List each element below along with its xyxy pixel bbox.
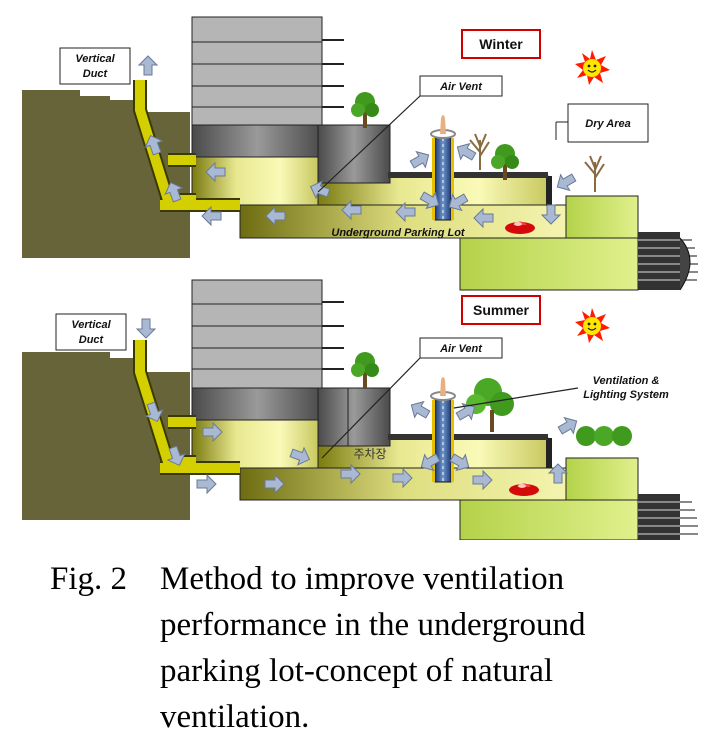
figure-number: Fig. 2: [50, 561, 128, 597]
svg-text:Winter: Winter: [479, 36, 523, 52]
svg-text:Duct: Duct: [83, 68, 109, 80]
vertical-duct-label: Vertical Duct: [55, 313, 127, 351]
figure-caption: Fig. 2 Method to improve ventilation per…: [0, 548, 708, 735]
building: [191, 279, 391, 447]
tree: [351, 352, 379, 388]
building: [191, 16, 391, 184]
parking-lot-label: Underground Parking Lot: [331, 227, 466, 239]
upper-basement: [191, 156, 319, 206]
stairs: [638, 494, 698, 540]
air-vent-label: Air Vent: [321, 337, 503, 459]
sun-icon: [574, 307, 611, 344]
stairs: [638, 232, 698, 291]
tree: [351, 92, 379, 128]
parking-lot-label: 주차장: [353, 447, 386, 461]
svg-text:Vertical: Vertical: [71, 319, 111, 331]
season-box-winter: Winter: [461, 29, 541, 59]
sun-icon: [574, 49, 611, 86]
air-vent-label: Air Vent: [317, 75, 503, 193]
svg-text:Air Vent: Air Vent: [439, 343, 483, 355]
svg-text:Lighting System: Lighting System: [583, 389, 669, 401]
ventilation-lighting-label: Ventilation & Lighting System: [453, 375, 669, 409]
tree-row: [576, 426, 632, 446]
svg-text:Vertical: Vertical: [75, 53, 115, 65]
svg-text:Duct: Duct: [79, 334, 105, 346]
dry-area-label: Dry Area: [555, 103, 649, 143]
upper-basement: [191, 419, 319, 469]
svg-text:Ventilation &: Ventilation &: [593, 375, 660, 387]
svg-text:Dry Area: Dry Area: [585, 118, 630, 130]
vertical-duct-label: Vertical Duct: [59, 47, 131, 85]
ventilation-diagram: Vertical Duct Winter Air Vent Dry Area U…: [22, 16, 698, 540]
svg-text:Air Vent: Air Vent: [439, 81, 483, 93]
winter-panel: Vertical Duct Winter Air Vent Dry Area U…: [22, 16, 698, 291]
ventilation-shaft: [430, 376, 456, 483]
svg-text:Summer: Summer: [473, 302, 530, 318]
bare-tree: [584, 155, 605, 193]
summer-panel: Vertical Duct Summer Air Vent Ventilatio…: [22, 279, 698, 540]
caption-text: Method to improve ventilation performanc…: [160, 561, 586, 735]
season-box-summer: Summer: [461, 295, 541, 325]
